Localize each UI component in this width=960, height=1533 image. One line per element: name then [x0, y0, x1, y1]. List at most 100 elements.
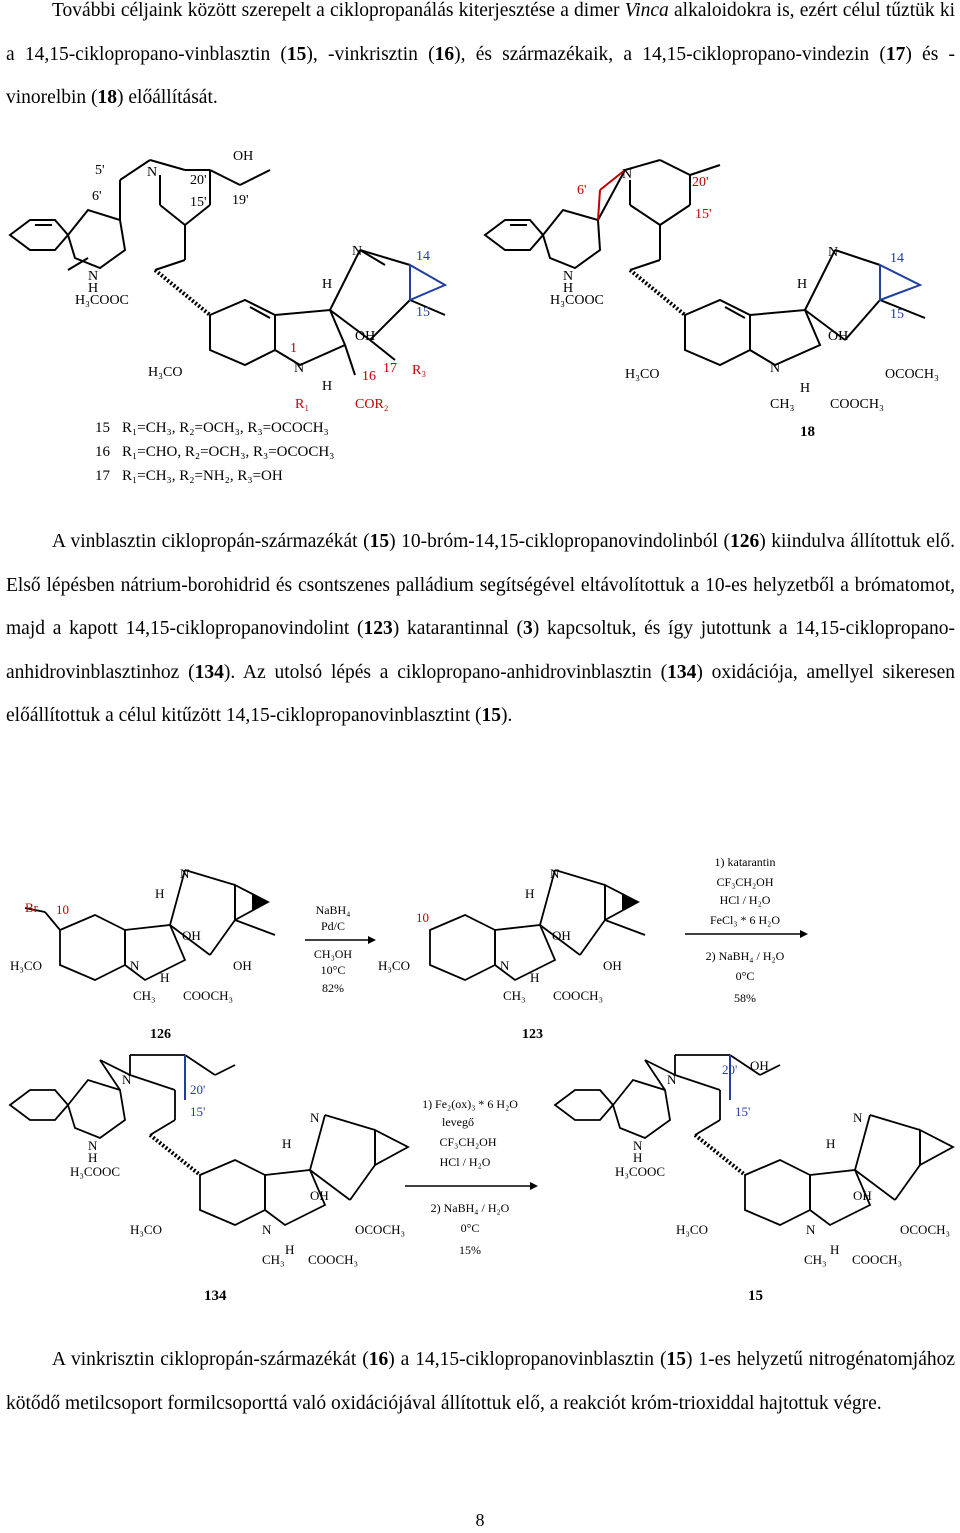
- text: ), és származékaik, a 14,15-ciklopropano…: [454, 43, 886, 65]
- atom-label: H: [530, 970, 539, 985]
- text: ).: [500, 705, 513, 726]
- ring-contraction-bond: [597, 169, 626, 221]
- atom-label: H₃COOC: [550, 293, 604, 308]
- atom-label: OH: [552, 928, 571, 943]
- compound-ref: 15: [481, 705, 501, 726]
- atom-label: H: [160, 970, 169, 985]
- atom-label: H: [322, 277, 332, 292]
- position-label: 15': [695, 207, 712, 222]
- atom-label: COR₂: [355, 397, 389, 412]
- position-label: 10: [416, 910, 429, 925]
- atom-label: H: [88, 281, 98, 296]
- atom-label: N: [88, 1138, 98, 1153]
- atom-label: H₃COOC: [70, 1164, 120, 1179]
- text: ). Az utolsó lépés a ciklopropano-anhidr…: [223, 661, 668, 683]
- atom-label: H₃CO: [130, 1222, 162, 1237]
- cyclopropane-ring: [409, 263, 448, 302]
- compound-number: 126: [150, 1027, 171, 1042]
- condition: 1) katarantin: [715, 855, 776, 869]
- cyclopropane-wedge: [622, 894, 638, 910]
- condition: NaBH₄: [316, 903, 351, 917]
- atom-label: OH: [233, 958, 252, 973]
- atom-label: N: [500, 958, 510, 973]
- atom-label: H: [826, 1136, 835, 1151]
- atom-label: H₃CO: [148, 365, 182, 380]
- atom-label: COOCH₃: [852, 1252, 902, 1267]
- text: ) a 14,15-ciklopropanovinblasztin (: [388, 1349, 667, 1370]
- paragraph-intro: További céljaink között szerepelt a cikl…: [6, 0, 955, 120]
- compound-ref: 17: [885, 43, 906, 65]
- condition: HCl / H₂O: [720, 893, 771, 907]
- atom-label: OH: [750, 1058, 769, 1073]
- atom-label: Br: [25, 900, 39, 915]
- condition: CF₃CH₂OH: [439, 1135, 496, 1149]
- atom-label: OH: [853, 1188, 872, 1203]
- compound-ref: 16: [368, 1349, 389, 1370]
- atom-label: H₃COOC: [615, 1164, 665, 1179]
- atom-label: H: [633, 1150, 642, 1165]
- atom-label: H: [155, 886, 164, 901]
- cyclopropane-ring: [919, 1128, 955, 1167]
- atom-label: N: [828, 245, 838, 260]
- atom-label: COOCH₃: [183, 988, 233, 1003]
- position-label: 15: [890, 307, 904, 322]
- text: A vinkrisztin ciklopropán-származékát (: [52, 1349, 369, 1370]
- condition: CH₃OH: [314, 947, 353, 961]
- position-label: 6': [92, 189, 102, 204]
- position-label: 17: [383, 361, 397, 376]
- arrowhead: [368, 936, 376, 944]
- compound-number: 15: [748, 1288, 763, 1304]
- reaction-scheme: Br 10 H₃CO N CH₃ H N OH H COOCH₃ OH 126 …: [8, 855, 955, 1304]
- position-label: 1: [290, 341, 297, 356]
- condition: CF₃CH₂OH: [716, 875, 773, 889]
- structure-15-17-labels: 5' 6' N 20' 15' 19' OH N H H₃COOC H₃CO 1…: [75, 149, 430, 412]
- page-number: 8: [475, 1510, 485, 1530]
- text: ) 1-es helyzetű nitrogénatomjához kötődő…: [6, 1349, 955, 1414]
- compound-ref: 15: [286, 43, 307, 65]
- conditions-step2: 1) katarantin CF₃CH₂OH HCl / H₂O FeCl₃ *…: [706, 855, 785, 1005]
- conditions-step3: 1) Fe₂(ox)₃ * 6 H₂O levegő CF₃CH₂OH HCl …: [422, 1097, 518, 1257]
- atom-label: N: [667, 1072, 677, 1087]
- position-label: 15': [190, 195, 207, 210]
- text-italic: Vinca: [624, 0, 669, 21]
- cyclopropane-ring: [374, 1128, 410, 1167]
- structure-15-product: [553, 1054, 921, 1227]
- atom-label: H₃CO: [378, 958, 410, 973]
- compound-ref: 15: [666, 1349, 686, 1370]
- structure-123-labels: 10 H₃CO N CH₃ H N OH H COOCH₃ OH 123: [378, 866, 622, 1042]
- atom-label: COOCH₃: [553, 988, 603, 1003]
- atom-label: N: [563, 269, 573, 284]
- atom-label: H: [322, 379, 332, 394]
- structures-scheme: 5' 6' N 20' 15' 19' OH N H H₃COOC H₃CO 1…: [8, 149, 939, 484]
- text: ) előállítását.: [117, 87, 218, 108]
- atom-label: H: [282, 1136, 291, 1151]
- condition: 15%: [459, 1243, 481, 1257]
- atom-label: H: [797, 277, 807, 292]
- atom-label: H: [88, 1150, 97, 1165]
- position-label: 6': [577, 183, 587, 198]
- position-label: 14: [416, 249, 430, 264]
- compound-ref: 3: [523, 618, 533, 639]
- atom-label: N: [770, 361, 780, 376]
- atom-label: N: [88, 269, 98, 284]
- atom-label: H₃CO: [10, 958, 42, 973]
- position-label: 20': [722, 1062, 737, 1077]
- atom-label: H: [830, 1242, 839, 1257]
- atom-label: H: [563, 281, 573, 296]
- atom-label: N: [294, 361, 304, 376]
- structure-15-17: [8, 159, 446, 376]
- paragraph-synthesis: A vinblasztin ciklopropán-származékát (1…: [6, 520, 955, 738]
- atom-label: COOCH₃: [308, 1252, 358, 1267]
- position-label: 16: [362, 369, 376, 384]
- atom-label: OH: [182, 928, 201, 943]
- atom-label: N: [352, 244, 362, 259]
- cyclopropane-wedge: [252, 894, 268, 910]
- condition: Pd/C: [321, 919, 345, 933]
- condition: 2) NaBH₄ / H₂O: [706, 949, 785, 963]
- atom-label: N: [262, 1222, 272, 1237]
- atom-label: OH: [355, 329, 375, 344]
- condition: 0°C: [736, 969, 755, 983]
- cyclopropane-ring: [234, 883, 270, 922]
- text: ) katarantinnal (: [392, 618, 523, 639]
